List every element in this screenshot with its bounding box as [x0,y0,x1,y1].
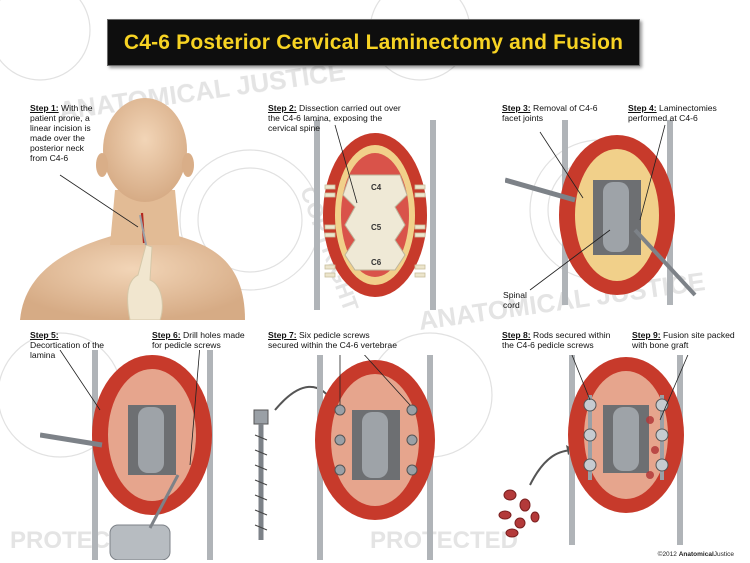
packed-graft [646,416,659,479]
caption-step-1-text: With the patient prone, a linear incisio… [30,103,93,163]
leader-step1 [59,174,139,228]
spinal-cord [613,407,639,471]
instrument-right [633,228,697,297]
spinal-cord [362,412,388,478]
caption-step-5: Step 5: Decortication of the lamina [30,330,110,360]
burr-tool [40,432,103,448]
screw-heads [334,404,418,476]
spinal-cord [603,182,629,252]
leader-step6 [189,350,200,466]
caption-step-2: Step 2: Dissection carried out over the … [268,103,408,133]
head [103,98,187,202]
copyright-prefix: ©2012 [657,551,677,558]
neck [110,190,180,245]
caption-step-2-label: Step 2: [268,103,297,113]
caption-step-5-label: Step 5: [30,330,59,340]
label-c6: C6 [371,258,382,267]
caption-step-8-text: Rods secured within the C4-6 pedicle scr… [502,330,611,350]
caption-step-6-label: Step 6: [152,330,181,340]
caption-step-3-label: Step 3: [502,103,531,113]
caption-step-7: Step 7: Six pedicle screws secured withi… [268,330,398,350]
label-c4: C4 [371,183,382,192]
leader-step8 [571,355,591,401]
caption-step-1-label: Step 1: [30,103,59,113]
pedicle-screw-detail [253,409,269,540]
caption-step-6: Step 6: Drill holes made for pedicle scr… [152,330,252,350]
arrow [529,449,576,486]
shoulders [20,235,245,320]
caption-step-7-label: Step 7: [268,330,297,340]
copyright: ©2012 AnatomicalJustice [658,551,734,558]
panel-step-2-illustration [314,120,436,310]
caption-step-4-label: Step 4: [628,103,657,113]
caption-step-4: Step 4: Laminectomies performed at C4-6 [628,103,746,123]
ear-left [96,153,108,177]
ear-right [182,153,194,177]
leader-step4 [639,124,666,221]
panel-step-1-illustration [20,98,245,320]
page-title: C4-6 Posterior Cervical Laminectomy and … [123,30,624,54]
leader-step7b [364,355,411,406]
leader-step9 [659,355,689,421]
panel-step-3-4-illustration [505,120,697,305]
leader-step3 [539,131,584,199]
bone-graft-chips [498,489,540,538]
vertebrae-bone [342,174,408,271]
caption-step-3: Step 3: Removal of C4-6 facet joints [502,103,602,123]
caption-step-2-text: Dissection carried out over the C4-6 lam… [268,103,401,133]
caption-step-5-text: Decortication of the lamina [30,340,105,360]
label-c5: C5 [371,223,382,232]
copyright-brand: Anatomical [678,551,714,558]
panel-step-8-9-illustration [498,355,689,545]
caption-step-9-text: Fusion site packed with bone graft [632,330,735,350]
caption-step-4-text: Laminectomies performed at C4-6 [628,103,717,123]
caption-step-3-text: Removal of C4-6 facet joints [502,103,598,123]
kerrison-rongeur [505,177,576,203]
title-bar: C4-6 Posterior Cervical Laminectomy and … [107,19,640,66]
screw-heads [583,398,669,472]
caption-step-9: Step 9: Fusion site packed with bone gra… [632,330,742,350]
leader-step5 [59,350,101,411]
caption-step-9-label: Step 9: [632,330,661,340]
copyright-suffix: Justice [713,551,734,558]
power-drill [109,474,180,560]
caption-step-7-text: Six pedicle screws secured within the C4… [268,330,397,350]
caption-step-6-text: Drill holes made for pedicle screws [152,330,245,350]
caption-step-1: Step 1: With the patient prone, a linear… [30,103,102,163]
caption-step-8: Step 8: Rods secured within the C4-6 ped… [502,330,612,350]
label-spinal-cord: Spinal cord [503,290,527,310]
panel-step-5-6-illustration [40,350,213,560]
leader-step2 [334,124,358,204]
caption-step-8-label: Step 8: [502,330,531,340]
spinal-cord [138,407,164,473]
leader-spinal-cord [529,229,611,291]
panel-step-7-illustration [253,355,435,560]
scalpel [139,214,147,246]
surgeon-hand [127,244,163,320]
